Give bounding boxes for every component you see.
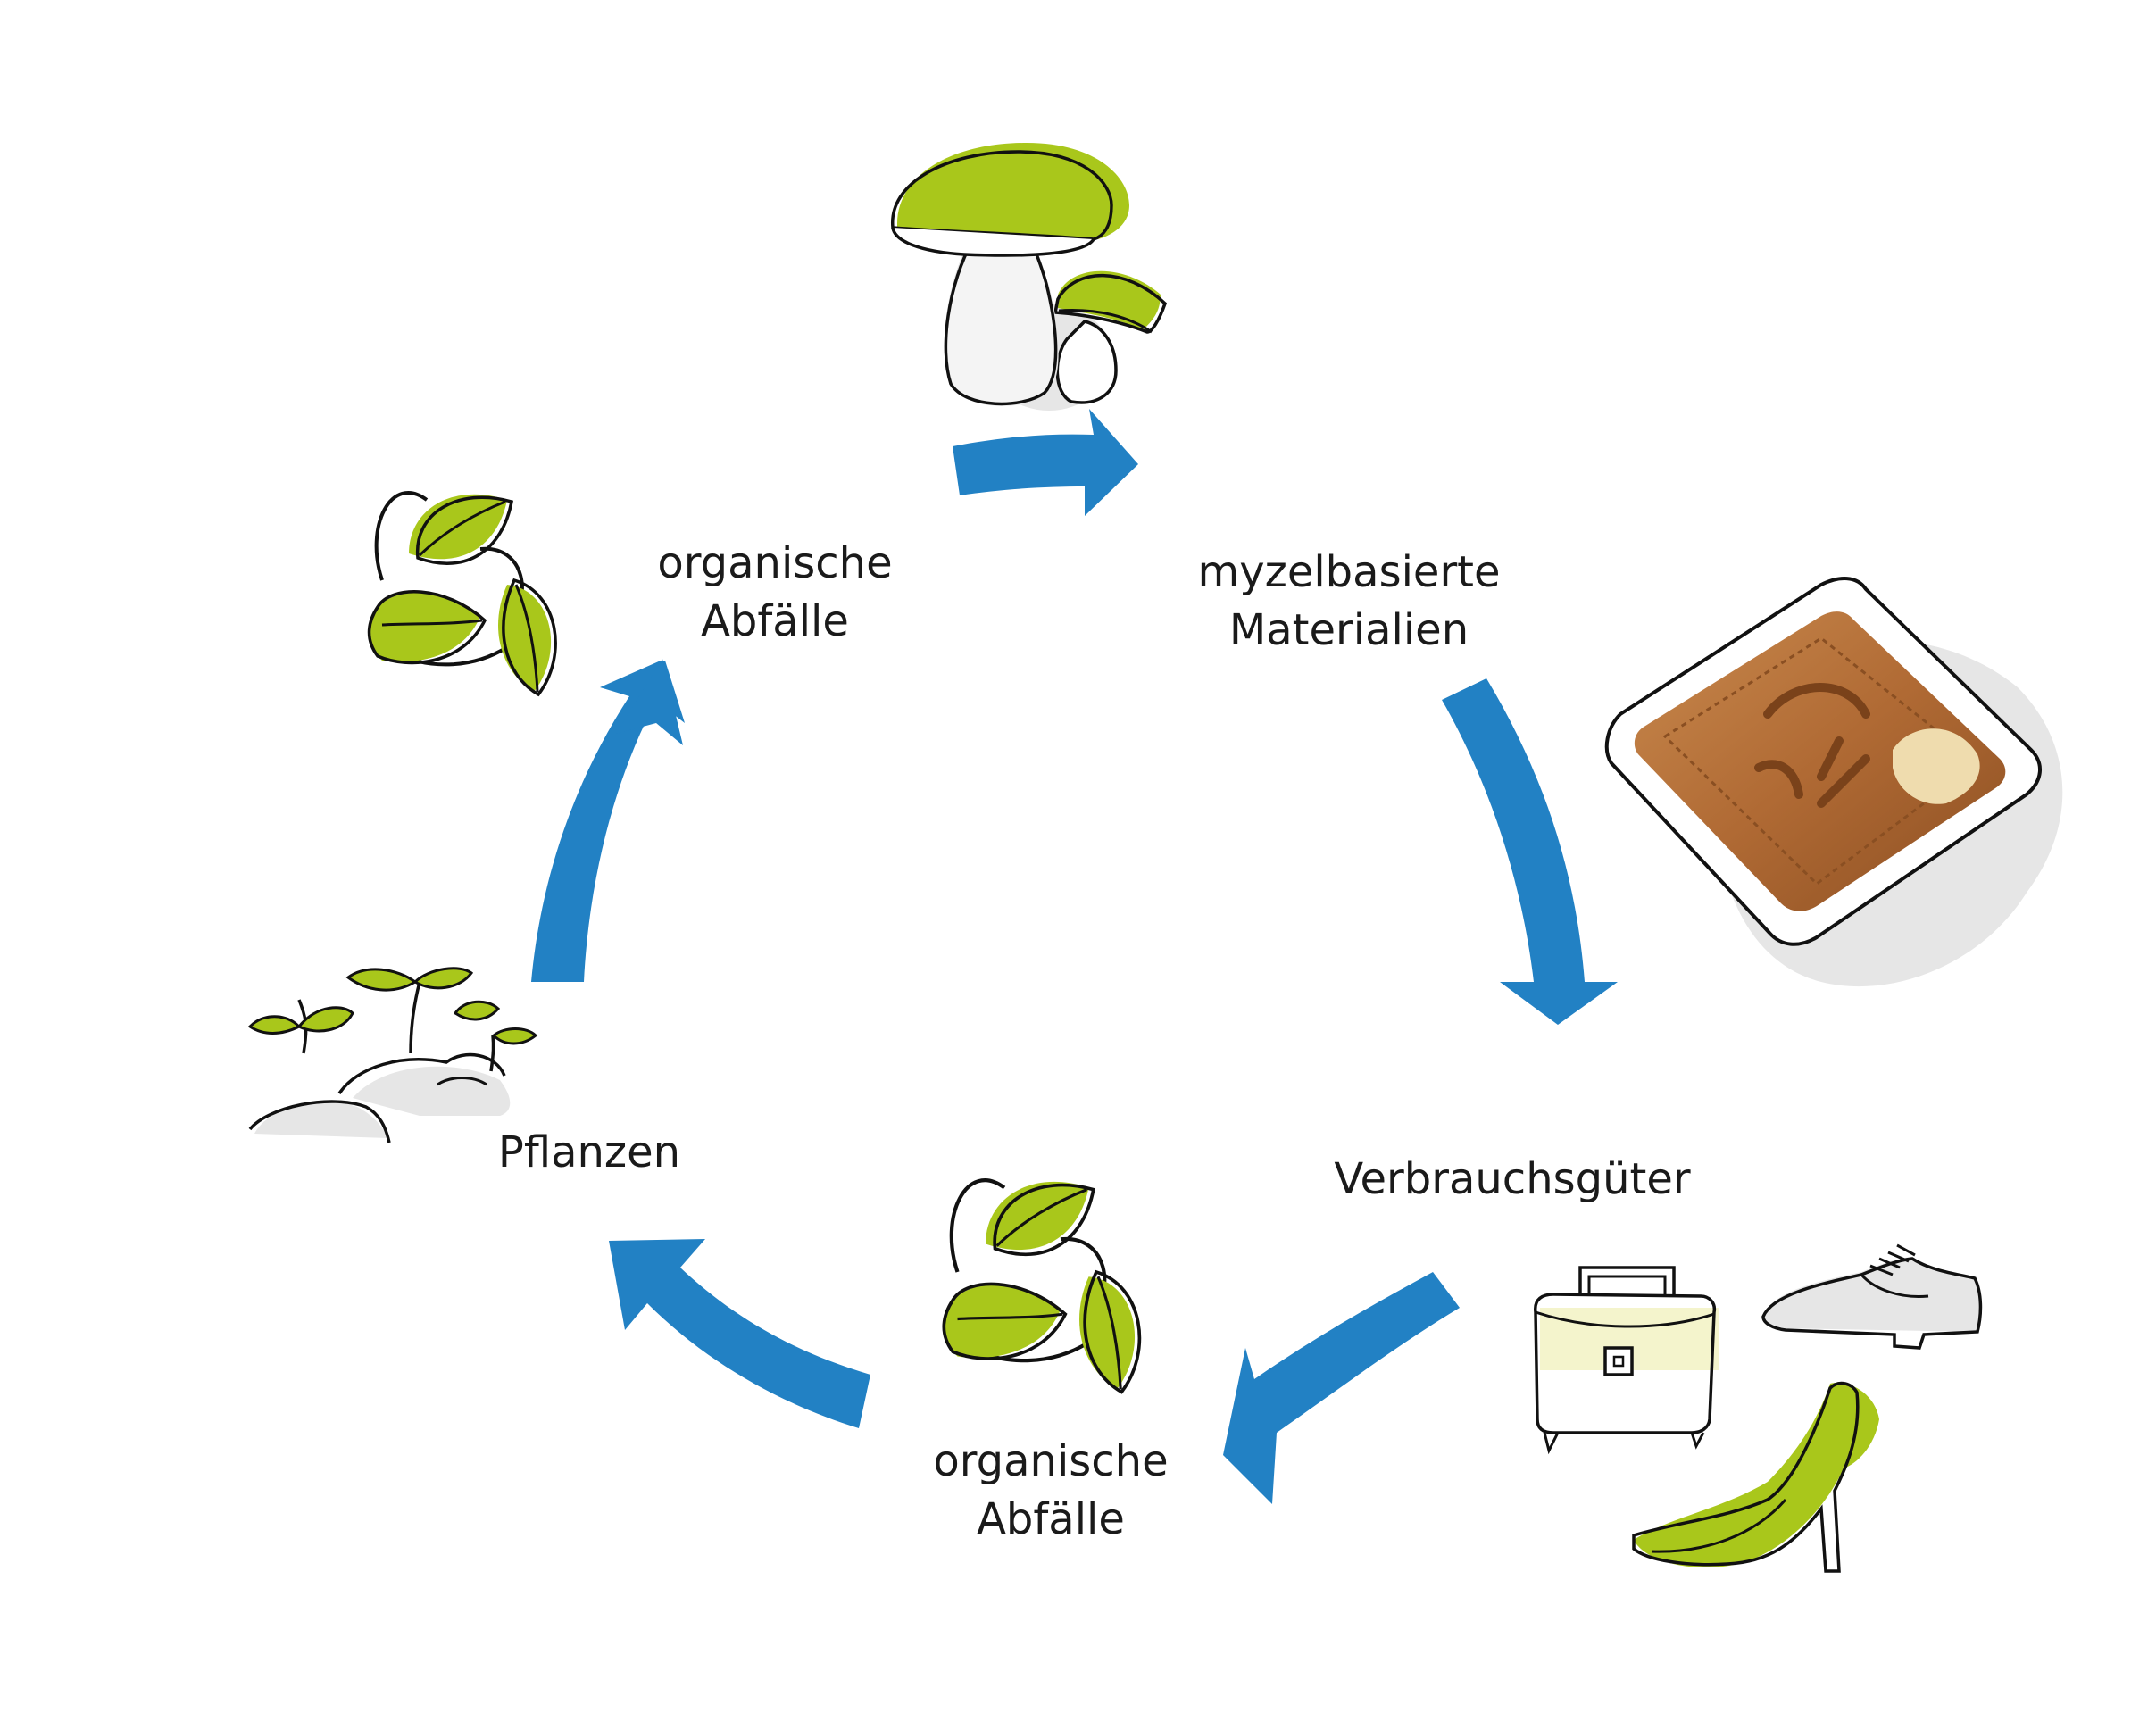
recycle-leaves-icon-bottom	[944, 1180, 1139, 1392]
label-organic-waste-bottom-line1: organische	[933, 1436, 1168, 1486]
label-mycelium-materials-line1: myzelbasierte	[1197, 547, 1500, 597]
high-heel-icon	[1632, 1381, 1879, 1573]
arrow-waste-to-fungi	[953, 409, 1138, 516]
mycelium-material-icon	[1604, 577, 2063, 987]
arrow-plants-to-waste	[531, 659, 685, 982]
label-organic-waste-top-line2: Abfälle	[701, 596, 849, 646]
node-labels: organische Abfälle myzelbasierte Materia…	[498, 538, 1691, 1544]
label-consumer-goods: Verbrauchsgüter	[1334, 1154, 1690, 1204]
label-mycelium-materials-line2: Materialien	[1229, 605, 1469, 655]
cycle-arrows	[531, 409, 1618, 1504]
label-organic-waste-top-line1: organische	[657, 538, 892, 588]
recycle-leaves-icon-top	[367, 491, 558, 696]
label-plants: Pflanzen	[498, 1127, 680, 1177]
seedlings-icon	[247, 967, 538, 1143]
arrow-materials-to-goods	[1442, 678, 1618, 1025]
shoe-icon	[1761, 1243, 1983, 1350]
mushroom-icon	[891, 143, 1168, 411]
arrow-waste-to-plants	[609, 1239, 870, 1428]
handbag-icon	[1534, 1266, 1719, 1455]
arrow-goods-to-waste	[1223, 1272, 1460, 1504]
arrow-plants-to-waste-head	[616, 659, 683, 745]
label-organic-waste-bottom-line2: Abfälle	[977, 1494, 1125, 1544]
